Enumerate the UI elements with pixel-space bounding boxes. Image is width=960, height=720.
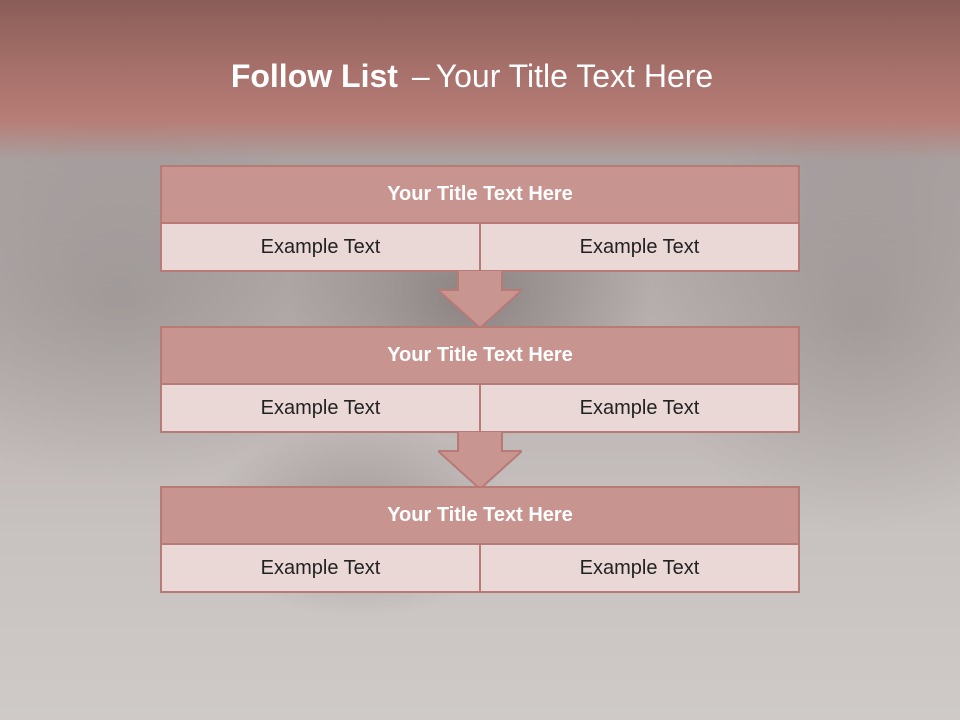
list-block-1: Your Title Text Here Example Text Exampl…: [160, 165, 800, 272]
block-row: Example Text Example Text: [162, 224, 798, 270]
block-cell-left: Example Text: [162, 224, 479, 270]
block-cell-left: Example Text: [162, 545, 479, 591]
block-title: Your Title Text Here: [162, 488, 798, 545]
down-arrow-icon: [438, 431, 522, 489]
block-row: Example Text Example Text: [162, 385, 798, 431]
title-banner: [0, 0, 960, 160]
list-block-3: Your Title Text Here Example Text Exampl…: [160, 486, 800, 593]
slide-title-dash: –: [411, 58, 430, 94]
slide-title: Follow List–Your Title Text Here: [0, 52, 944, 100]
down-arrow-icon: [438, 270, 522, 328]
slide-title-bold: Follow List: [230, 58, 398, 94]
block-title: Your Title Text Here: [162, 328, 798, 385]
block-title: Your Title Text Here: [162, 167, 798, 224]
block-cell-right: Example Text: [479, 385, 798, 431]
block-cell-left: Example Text: [162, 385, 479, 431]
list-block-2: Your Title Text Here Example Text Exampl…: [160, 326, 800, 433]
block-row: Example Text Example Text: [162, 545, 798, 591]
block-cell-right: Example Text: [479, 224, 798, 270]
block-cell-right: Example Text: [479, 545, 798, 591]
slide-title-rest: Your Title Text Here: [435, 58, 714, 94]
